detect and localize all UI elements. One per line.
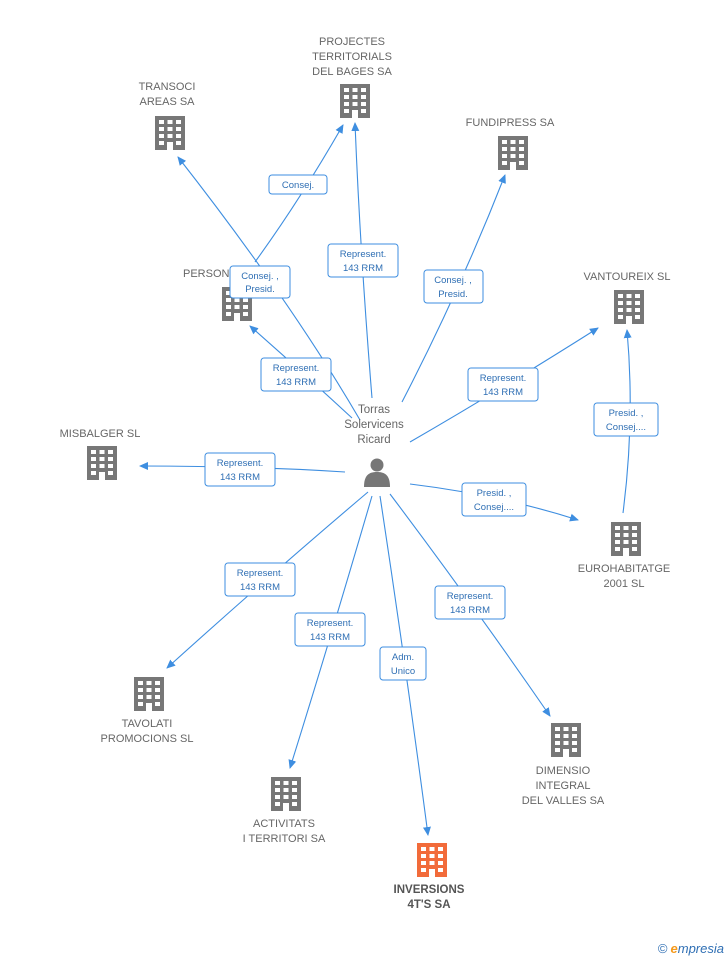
building-icon xyxy=(271,777,301,811)
company-label-line: EUROHABITATGE xyxy=(578,563,671,575)
relation-text: 143 RRM xyxy=(310,632,350,643)
person-icon xyxy=(364,458,390,487)
relation-text: Consej. , xyxy=(434,275,472,286)
company-label-line: PROMOCIONS SL xyxy=(101,733,194,745)
company-node-dimensio[interactable]: DIMENSIO INTEGRAL DEL VALLES SA xyxy=(522,723,605,807)
relation-text: 143 RRM xyxy=(483,387,523,398)
edge-projectes-consej xyxy=(254,124,344,263)
relation-text: Consej. , xyxy=(241,271,279,282)
brand-footer[interactable]: ©empresia xyxy=(658,941,724,956)
company-label-line: DIMENSIO xyxy=(536,765,591,777)
company-node-activitats[interactable]: ACTIVITATS I TERRITORI SA xyxy=(243,777,326,845)
relation-text: Consej. xyxy=(282,180,314,191)
relation-text: Represent. xyxy=(307,618,353,629)
relation-box-transoci[interactable]: Consej. , Presid. xyxy=(229,265,291,299)
company-label-line: TAVOLATI xyxy=(122,718,173,730)
relation-text: Represent. xyxy=(237,568,283,579)
relation-text: 143 RRM xyxy=(343,263,383,274)
company-label-line: PERSONE xyxy=(183,268,237,280)
company-node-tavolati[interactable]: TAVOLATI PROMOCIONS SL xyxy=(101,677,194,745)
company-label-line: MISBALGER SL xyxy=(60,428,141,440)
building-icon xyxy=(340,84,370,118)
building-icon xyxy=(611,522,641,556)
company-node-misbalger[interactable]: MISBALGER SL xyxy=(60,428,141,480)
relation-text: Presid. , xyxy=(609,408,644,419)
company-label-line: I TERRITORI SA xyxy=(243,833,326,845)
building-icon xyxy=(87,446,117,480)
relation-box-tavolati[interactable]: Represent. 143 RRM xyxy=(224,562,296,597)
relation-text: Represent. xyxy=(340,249,386,260)
relation-text: Adm. xyxy=(392,652,414,663)
building-icon xyxy=(155,116,185,150)
relation-text: Represent. xyxy=(273,363,319,374)
building-icon xyxy=(417,843,447,877)
relation-box-misbalger[interactable]: Represent. 143 RRM xyxy=(204,452,276,487)
relation-box-projectes-rep[interactable]: Represent. 143 RRM xyxy=(327,243,399,278)
company-node-fundipress[interactable]: FUNDIPRESS SA xyxy=(466,117,555,170)
relation-box-persone[interactable]: Represent. 143 RRM xyxy=(260,357,332,392)
brand-logo-text: mpresia xyxy=(677,941,724,956)
relation-text: 143 RRM xyxy=(450,605,490,616)
relation-text: Presid. , xyxy=(477,488,512,499)
company-label-line: TRANSOCI xyxy=(139,81,196,93)
relation-text: Represent. xyxy=(217,458,263,469)
relation-text: Unico xyxy=(391,666,415,677)
company-label-line: PROJECTES xyxy=(319,36,385,48)
building-icon xyxy=(614,290,644,324)
person-name-line: Solervicens xyxy=(344,419,404,431)
company-label-line: DEL BAGES SA xyxy=(312,66,392,78)
company-node-transoci[interactable]: TRANSOCI AREAS SA xyxy=(139,81,196,150)
relation-box-fundipress[interactable]: Consej. , Presid. xyxy=(423,269,484,304)
company-label-line: INTEGRAL xyxy=(535,780,590,792)
relation-text: Represent. xyxy=(447,591,493,602)
company-label-line: FUNDIPRESS SA xyxy=(466,117,555,129)
company-label-line: ACTIVITATS xyxy=(253,818,315,830)
relation-text: Represent. xyxy=(480,373,526,384)
relation-box-inversions[interactable]: Adm. Unico xyxy=(379,646,427,681)
company-label-line: AREAS SA xyxy=(139,96,195,108)
relation-text: Presid. xyxy=(245,284,275,295)
company-label-line: INVERSIONS xyxy=(394,884,465,896)
relation-box-eurohabitatge[interactable]: Presid. , Consej.... xyxy=(461,482,527,517)
copyright-symbol: © xyxy=(657,941,668,956)
relation-text: 143 RRM xyxy=(240,582,280,593)
brand-logo-e: e xyxy=(670,941,678,956)
relation-text: Consej.... xyxy=(606,422,646,433)
company-label-line: 4T'S SA xyxy=(408,899,451,911)
company-node-eurohabitatge[interactable]: EUROHABITATGE 2001 SL xyxy=(578,522,671,590)
relation-text: Consej.... xyxy=(474,502,514,513)
relation-box-vantoureix[interactable]: Represent. 143 RRM xyxy=(467,367,539,402)
relation-text: 143 RRM xyxy=(276,377,316,388)
person-name-line: Ricard xyxy=(357,434,390,446)
building-icon xyxy=(498,136,528,170)
company-label-line: VANTOUREIX SL xyxy=(583,271,670,283)
relation-box-euro-vant[interactable]: Presid. , Consej.... xyxy=(593,402,659,437)
relation-box-projectes-consej[interactable]: Consej. xyxy=(268,174,328,195)
company-node-inversions[interactable]: INVERSIONS 4T'S SA xyxy=(394,843,465,911)
relation-box-activitats[interactable]: Represent. 143 RRM xyxy=(294,612,366,647)
person-name-line: Torras xyxy=(358,404,390,416)
company-label-line: 2001 SL xyxy=(604,578,645,590)
company-node-vantoureix[interactable]: VANTOUREIX SL xyxy=(583,271,671,324)
relation-text: 143 RRM xyxy=(220,472,260,483)
building-icon xyxy=(551,723,581,757)
relation-box-dimensio[interactable]: Represent. 143 RRM xyxy=(434,585,506,620)
company-label-line: DEL VALLES SA xyxy=(522,795,605,807)
person-node[interactable]: Torras Solervicens Ricard xyxy=(344,404,404,487)
company-label-line: TERRITORIALS xyxy=(312,51,392,63)
relation-text: Presid. xyxy=(438,289,468,300)
building-icon xyxy=(134,677,164,711)
company-node-projectes[interactable]: PROJECTES TERRITORIALS DEL BAGES SA xyxy=(312,36,392,118)
company-node-persone[interactable]: PERSONE xyxy=(183,268,252,321)
